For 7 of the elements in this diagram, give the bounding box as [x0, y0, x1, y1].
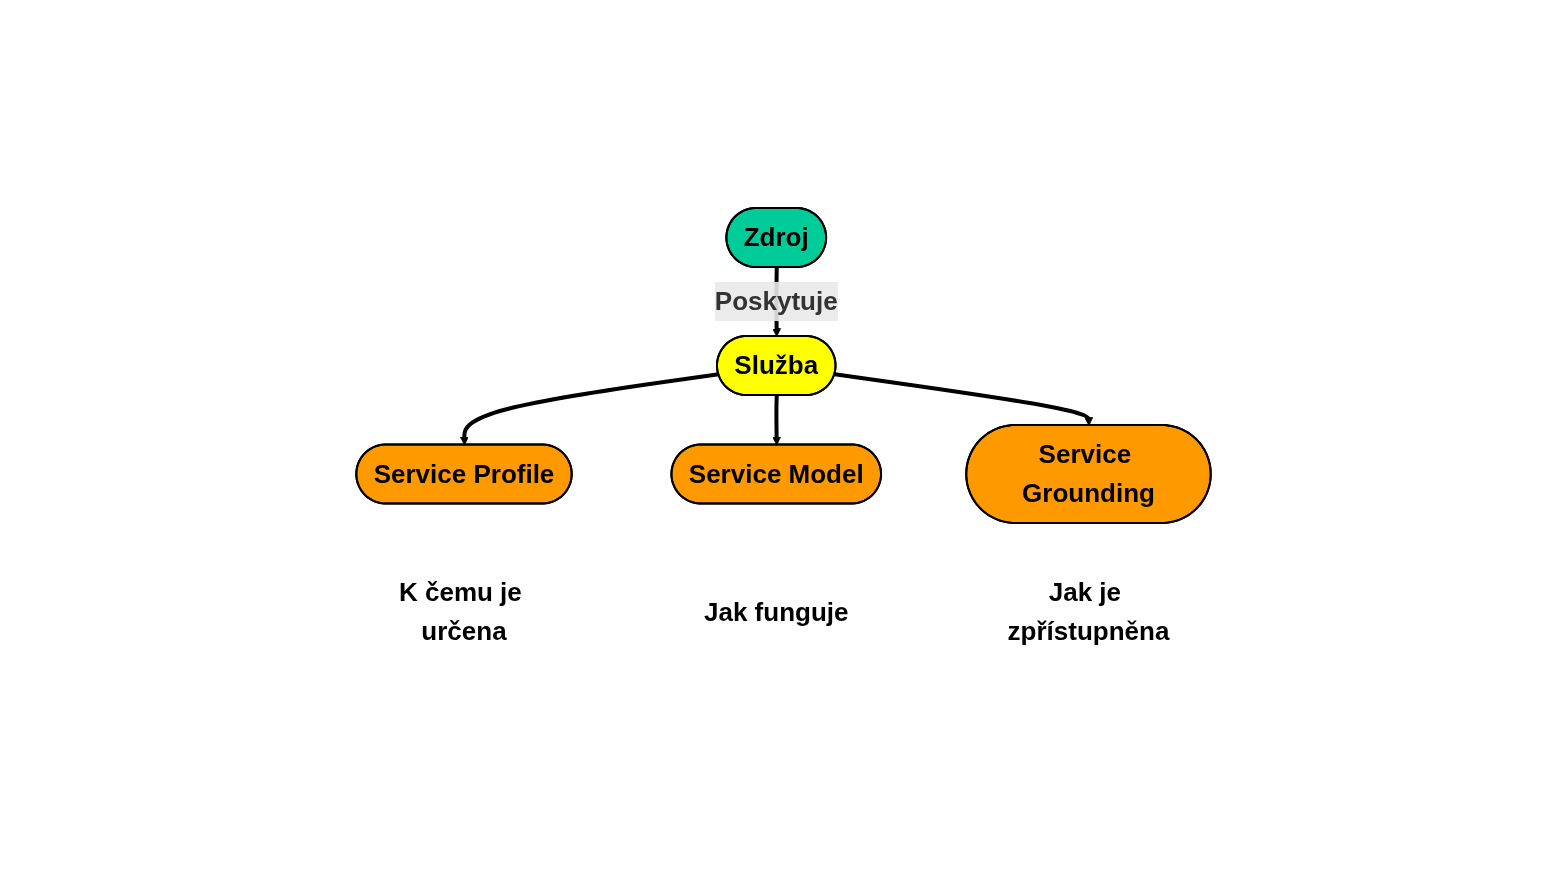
node-label: Jak funguje — [703, 596, 849, 627]
node-label: Jak je zpřístupněna — [1007, 577, 1170, 646]
arrow — [834, 372, 1093, 426]
arrow — [459, 372, 719, 446]
node-label: K čemu je určena — [398, 577, 522, 646]
edge-label: Poskytuje — [714, 286, 838, 316]
arrow — [772, 395, 781, 446]
